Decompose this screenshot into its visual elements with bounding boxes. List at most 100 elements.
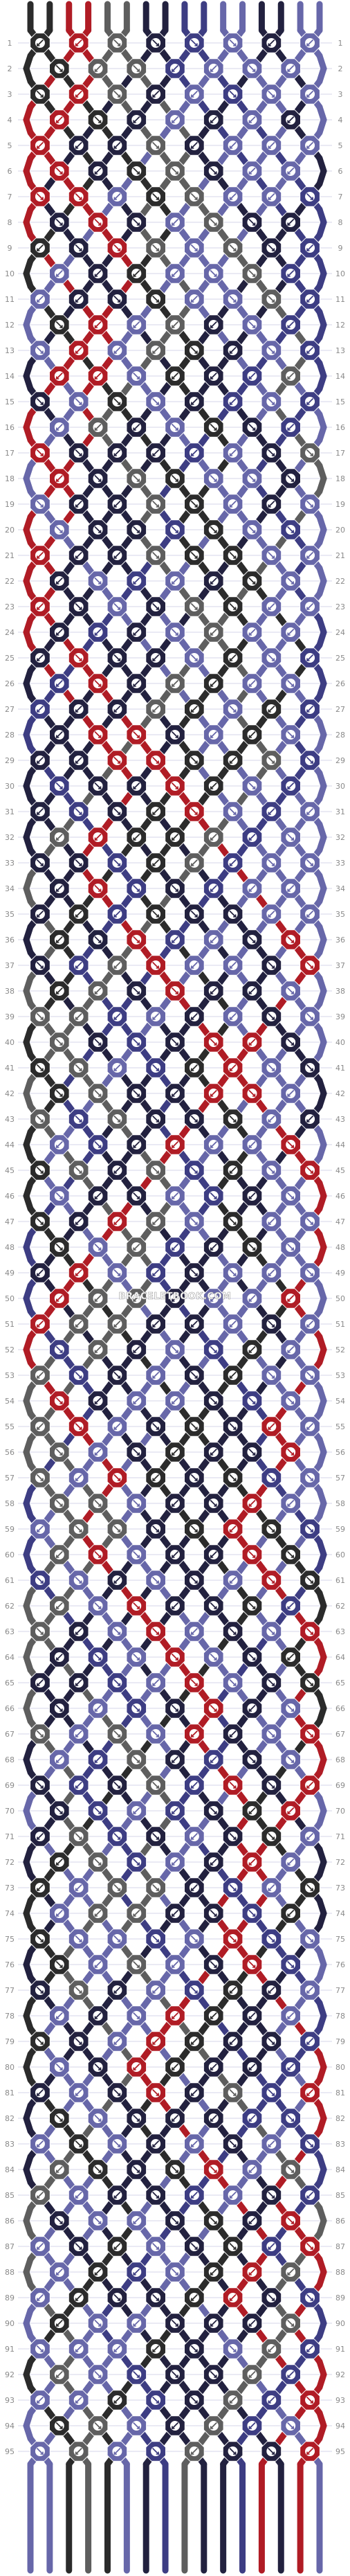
knot xyxy=(300,135,320,156)
edge-strand xyxy=(316,1282,327,1314)
knot xyxy=(145,1006,166,1027)
knot xyxy=(184,340,205,361)
knot xyxy=(107,955,128,976)
knot xyxy=(280,1186,301,1206)
knot xyxy=(280,878,301,899)
knot xyxy=(165,1237,185,1258)
knot xyxy=(184,135,205,156)
knot xyxy=(184,647,205,668)
edge-strand xyxy=(23,770,34,802)
knot xyxy=(222,1057,243,1078)
knot xyxy=(49,1237,70,1258)
edge-strand xyxy=(316,770,327,802)
knot xyxy=(49,1134,70,1155)
knot xyxy=(107,545,128,566)
knot xyxy=(87,827,109,848)
edge-strand xyxy=(23,104,34,136)
knot xyxy=(87,1339,109,1360)
knot xyxy=(165,827,185,848)
knot xyxy=(222,801,243,822)
knot xyxy=(68,391,89,412)
knot xyxy=(107,135,128,156)
knot xyxy=(107,494,128,515)
knot xyxy=(107,1160,128,1181)
edge-strand xyxy=(316,258,327,289)
knot xyxy=(49,981,70,1001)
knot xyxy=(222,84,243,105)
knot xyxy=(49,929,70,950)
edge-strand xyxy=(23,1231,34,1263)
knot xyxy=(68,1109,89,1129)
knot xyxy=(126,622,147,643)
knot xyxy=(145,545,166,566)
knot xyxy=(30,1006,50,1027)
knot xyxy=(145,904,166,924)
knot xyxy=(222,750,243,771)
knot xyxy=(222,135,243,156)
knot xyxy=(184,904,205,924)
knot xyxy=(87,1288,109,1309)
knot xyxy=(68,801,89,822)
knot xyxy=(261,1006,282,1027)
edge-strand xyxy=(23,2000,34,2032)
knot xyxy=(203,571,224,591)
edge-strand xyxy=(316,924,327,956)
knot xyxy=(184,545,205,566)
edge-strand xyxy=(23,1949,34,1980)
edge-strand xyxy=(23,463,34,494)
knot xyxy=(203,929,224,950)
knot xyxy=(241,1083,263,1104)
knot xyxy=(184,186,205,207)
knot xyxy=(145,84,166,105)
knot xyxy=(280,212,301,233)
knot xyxy=(68,1160,89,1181)
knot xyxy=(261,186,282,207)
knot xyxy=(126,314,147,335)
knot xyxy=(261,750,282,771)
knot xyxy=(280,622,301,643)
knot xyxy=(165,1186,185,1206)
knot xyxy=(68,750,89,771)
edge-strand xyxy=(316,1026,327,1058)
knot xyxy=(280,58,301,79)
knot xyxy=(203,468,224,489)
edge-strand xyxy=(23,975,34,1007)
knot xyxy=(222,494,243,515)
knot xyxy=(280,519,301,540)
edge-strand xyxy=(23,53,34,84)
knot xyxy=(300,1109,320,1129)
knot xyxy=(107,1109,128,1129)
knot xyxy=(261,545,282,566)
edge-strand xyxy=(23,821,34,853)
knot xyxy=(87,58,109,79)
edge-strand xyxy=(316,53,327,84)
knot xyxy=(87,1083,109,1104)
knot xyxy=(87,571,109,591)
knot xyxy=(145,494,166,515)
knot xyxy=(87,878,109,899)
knot xyxy=(30,238,50,258)
knot xyxy=(49,1288,70,1309)
knot xyxy=(222,955,243,976)
knot xyxy=(261,801,282,822)
knot xyxy=(184,33,205,53)
knot xyxy=(107,1211,128,1232)
knot xyxy=(30,340,50,361)
edge-strand xyxy=(316,463,327,494)
knot xyxy=(261,391,282,412)
knot xyxy=(300,1006,320,1027)
knot xyxy=(30,647,50,668)
knot xyxy=(222,647,243,668)
knot xyxy=(165,724,185,745)
knot xyxy=(126,1032,147,1053)
edge-strand xyxy=(316,1129,327,1161)
knot xyxy=(222,699,243,719)
knot xyxy=(145,1160,166,1181)
knot xyxy=(203,1083,224,1104)
knot xyxy=(222,1211,243,1232)
knot xyxy=(49,1032,70,1053)
edge-strand xyxy=(23,873,34,904)
knot xyxy=(145,442,166,463)
knot xyxy=(49,58,70,79)
